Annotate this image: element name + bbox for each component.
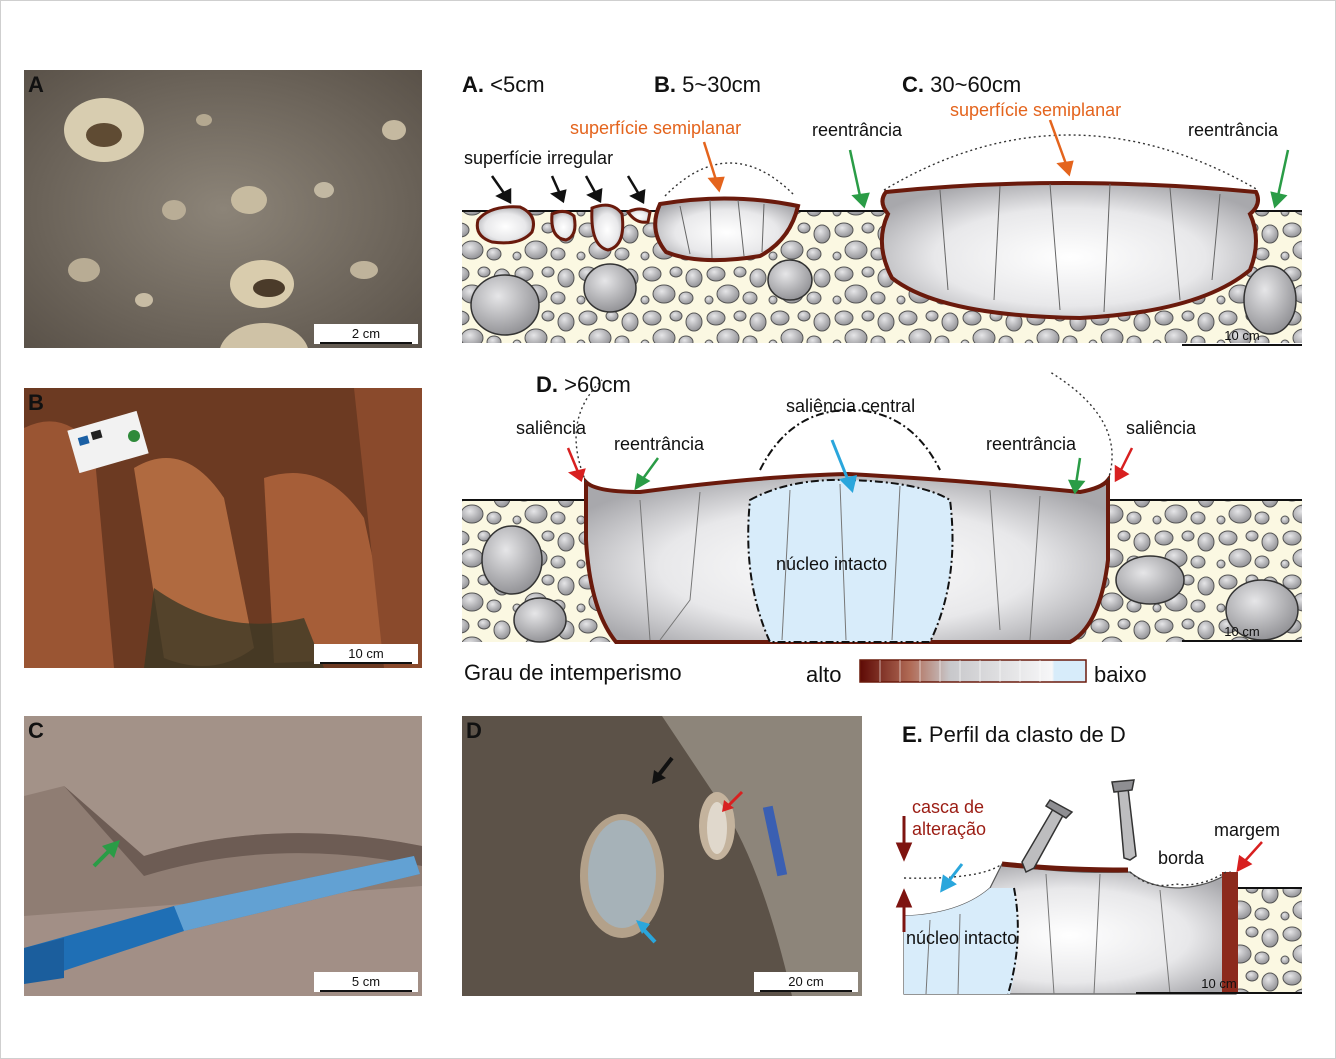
legend-high: alto (806, 662, 841, 688)
pick-icon (1022, 800, 1072, 872)
scale-label: 10 cm (1201, 976, 1236, 991)
label-e: E. Perfil da clasto de D (902, 722, 1126, 748)
label-superficie-semiplanar-c: superfície semiplanar (950, 100, 1121, 121)
label-nucleo-intacto: núcleo intacto (776, 554, 887, 575)
label-borda: borda (1158, 848, 1204, 869)
label-nucleo-intacto-e: núcleo intacto (906, 928, 1017, 949)
label-saliencia-right: saliência (1126, 418, 1196, 439)
label-c: C. 30~60cm (902, 72, 1021, 98)
scale-label: 10 cm (1224, 328, 1259, 343)
label-margem: margem (1214, 820, 1280, 841)
scale-label: 10 cm (1224, 624, 1259, 639)
weathering-legend-bar (860, 660, 1086, 682)
label-b: B. 5~30cm (654, 72, 761, 98)
scale-bar-mid: 10 cm (1182, 624, 1302, 642)
casca-arrows (898, 816, 910, 932)
pick-icon (1112, 780, 1136, 860)
label-saliencia-central: saliência central (786, 396, 915, 417)
label-superficie-irregular: superfície irregular (464, 148, 613, 169)
label-saliencia-left: saliência (516, 418, 586, 439)
label-casca: casca dealteração (912, 796, 986, 840)
clast-c (882, 183, 1258, 318)
label-reentrancia-left: reentrância (812, 120, 902, 141)
label-reentrancia-right-d: reentrância (986, 434, 1076, 455)
legend-title: Grau de intemperismo (464, 660, 682, 686)
label-d: D. >60cm (536, 372, 631, 398)
label-reentrancia-left-d: reentrância (614, 434, 704, 455)
core-arrow-e (942, 864, 962, 890)
margem-arrow (1238, 842, 1262, 870)
scale-bar-top: 10 cm (1182, 328, 1302, 346)
label-superficie-semiplanar-b: superfície semiplanar (570, 118, 741, 139)
scale-bar-e: 10 cm (1136, 976, 1302, 994)
legend-low: baixo (1094, 662, 1147, 688)
label-reentrancia-right: reentrância (1188, 120, 1278, 141)
irregular-surface-arrows (492, 176, 644, 202)
label-a: A. <5cm (462, 72, 545, 98)
